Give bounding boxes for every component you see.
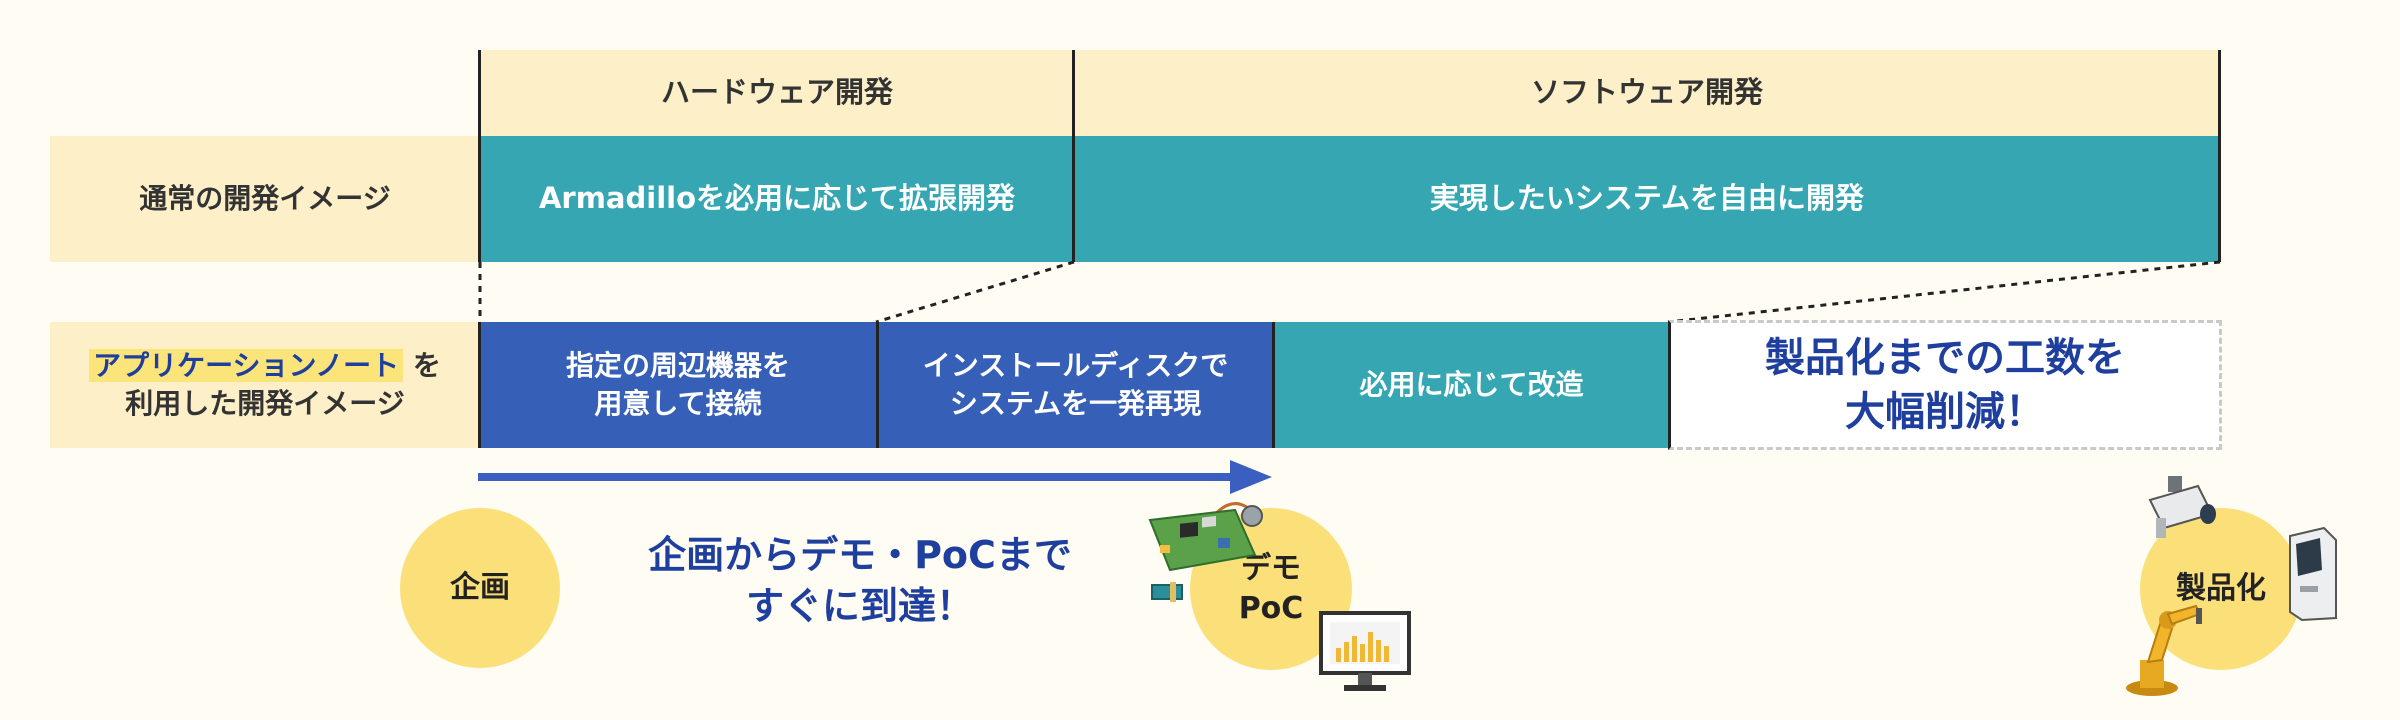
row-app-note-label-line2: 利用した開発イメージ	[125, 387, 405, 420]
header-software: ソフトウェア開発	[1074, 50, 2220, 136]
kiosk-terminal-icon	[2289, 526, 2337, 622]
header-hardware: ハードウェア開発	[480, 50, 1074, 136]
row-normal-label: 通常の開発イメージ	[50, 136, 480, 262]
monitor-chart-icon	[1319, 611, 1411, 691]
separator-line-left	[478, 50, 481, 262]
row-normal-hardware-cell: Armadilloを必用に応じて拡張開発	[480, 136, 1074, 262]
separator-line-right	[2218, 50, 2221, 262]
header-software-label: ソフトウェア開発	[1530, 75, 1763, 110]
milestone-plan: 企画	[400, 508, 560, 668]
step-connect-line1: 指定の周辺機器を	[565, 349, 790, 383]
result-line1: 製品化までの工数を	[1765, 335, 2125, 381]
tagline-line2: すぐに到達！	[745, 584, 974, 629]
row-normal-software-text: 実現したいシステムを自由に開発	[1429, 181, 1865, 216]
header-hardware-label: ハードウェア開発	[660, 75, 893, 110]
milestone-demo-line2: PoC	[1238, 591, 1304, 626]
milestone-plan-label: 企画	[450, 569, 510, 605]
progress-arrow	[478, 460, 1272, 494]
step-customize-text: 必用に応じて改造	[1359, 368, 1584, 402]
step-connect-peripherals: 指定の周辺機器を 用意して接続	[480, 322, 876, 448]
separator-line-row2-left	[478, 322, 481, 448]
circuit-board-icon	[1148, 502, 1263, 602]
row-normal-label-text: 通常の開発イメージ	[139, 182, 391, 216]
step-install-line1: インストールディスクで	[922, 349, 1229, 383]
app-note-suffix: を	[412, 349, 441, 383]
step-connect-line2: 用意して接続	[594, 387, 762, 420]
row-app-note-label-line1: アプリケーションノート を	[89, 347, 441, 385]
row-normal-software-cell: 実現したいシステムを自由に開発	[1074, 136, 2220, 262]
row-normal-hardware-text: Armadilloを必用に応じて拡張開発	[538, 181, 1016, 216]
row-app-note-label: アプリケーションノート を 利用した開発イメージ	[50, 322, 480, 448]
robot-arm-icon	[2126, 604, 2202, 696]
security-camera-icon	[2148, 476, 2216, 538]
separator-line-middle	[1072, 50, 1075, 262]
result-line2: 大幅削減！	[1845, 389, 2045, 435]
app-note-highlight: アプリケーションノート	[89, 349, 404, 383]
tagline: 企画からデモ・PoCまで すぐに到達！	[640, 530, 1080, 633]
step-install-disk: インストールディスクで システムを一発再現	[876, 322, 1272, 448]
step-customize: 必用に応じて改造	[1272, 322, 1668, 448]
milestone-product-label: 製品化	[2176, 570, 2266, 606]
result-box: 製品化までの工数を 大幅削減！	[1668, 320, 2222, 450]
tagline-line1: 企画からデモ・PoCまで	[648, 533, 1072, 577]
step-install-line2: システムを一発再現	[949, 387, 1202, 420]
